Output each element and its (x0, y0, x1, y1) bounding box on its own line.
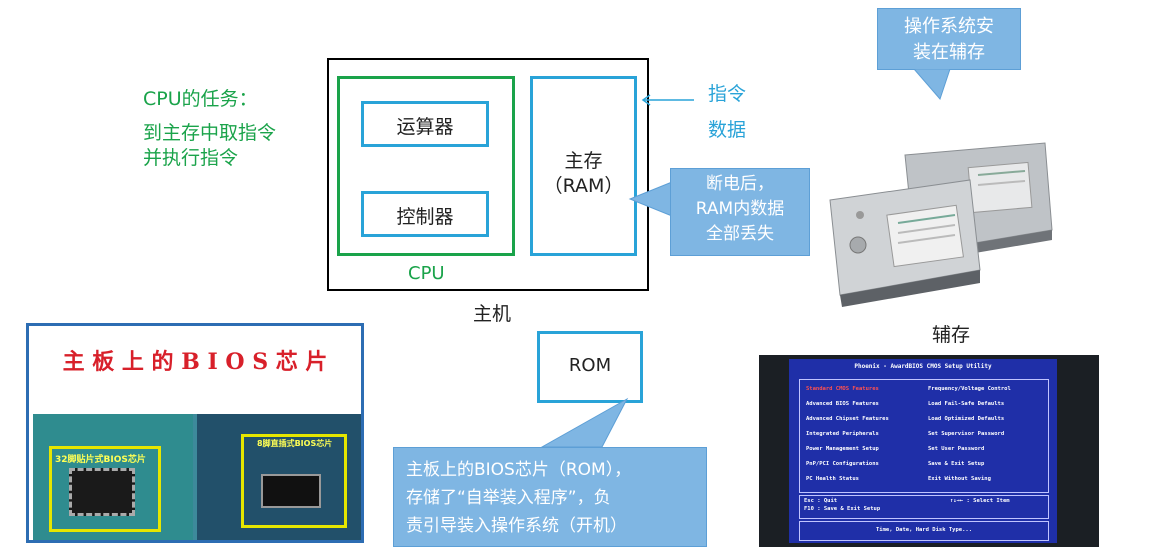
arrow-left-icon (641, 94, 694, 106)
chip2-body (261, 474, 321, 508)
callout-rom-pointer (540, 397, 629, 448)
bios-right-item[interactable]: Set User Password (928, 446, 985, 452)
callout-os-line2: 装在辅存 (913, 42, 985, 63)
callout-ram-line2: RAM内数据 (695, 199, 785, 219)
chip2-frame (241, 434, 347, 528)
host-box (327, 58, 649, 291)
main-memory-label: 主存 (564, 150, 603, 172)
bios-right-item[interactable]: Save & Exit Setup (928, 461, 985, 467)
bios-footer-left2: F10 : Save & Exit Setup (804, 506, 881, 512)
chip2-label: 8脚直插式BIOS芯片 (257, 439, 333, 448)
bios-left-item[interactable]: PnP/PCI Configurations (806, 461, 879, 467)
callout-rom-line1: 主板上的BIOS芯片（ROM）， (406, 460, 632, 480)
rom-label: ROM (568, 355, 612, 376)
bios-right-item[interactable]: Frequency/Voltage Control (928, 386, 1011, 392)
control-box (361, 191, 489, 237)
bios-right-item[interactable]: Load Fail-Safe Defaults (928, 401, 1005, 407)
bios-left-item[interactable]: PC Health Status (806, 476, 859, 482)
bios-right-item[interactable]: Set Supervisor Password (928, 431, 1005, 437)
callout-os-pointer (913, 69, 951, 100)
alu-label: 运算器 (396, 116, 454, 138)
callout-ram-line1: 断电后， (706, 174, 774, 194)
chip1-frame (49, 446, 161, 532)
bios-screen-footer: Esc : Quit F10 : Save & Exit Setup ↑↓→← … (799, 495, 1049, 519)
bios-left-item[interactable]: Standard CMOS Features (806, 386, 879, 392)
bios-screen-bottom-bar: Time, Date, Hard Disk Type... (799, 521, 1049, 541)
bios-left-item[interactable]: Power Management Setup (806, 446, 879, 452)
callout-ram-pointer (628, 181, 673, 217)
callout-rom: 主板上的BIOS芯片（ROM）， 存储了“自举装入程序”，负 责引导装入操作系统… (393, 447, 707, 547)
callout-rom-line3: 责引导装入操作系统（开机） (406, 516, 627, 536)
callout-os: 操作系统安 装在辅存 (877, 8, 1021, 70)
bios-footer-right: ↑↓→← : Select Item (950, 498, 1010, 504)
bios-right-item[interactable]: Exit Without Saving (928, 476, 991, 482)
arrow-text-instruction: 指令 (708, 83, 747, 105)
bios-right-item[interactable]: Load Optimized Defaults (928, 416, 1005, 422)
bios-screen-title: Phoenix - AwardBIOS CMOS Setup Utility (854, 363, 992, 370)
rom-box (537, 331, 643, 403)
cpu-task-line2: 并执行指令 (143, 147, 239, 169)
ram-label: （RAM） (543, 175, 624, 197)
alu-box (361, 101, 489, 147)
chip1-body (69, 468, 135, 516)
chip1-label: 32脚贴片式BIOS芯片 (55, 455, 146, 465)
host-label: 主机 (473, 303, 512, 325)
bios-photo-title: 主 板 上 的 B I O S 芯 片 (62, 349, 328, 375)
cpu-box (337, 76, 515, 256)
cpu-label: CPU (408, 263, 445, 284)
bios-screen-photo: Phoenix - AwardBIOS CMOS Setup Utility S… (759, 355, 1099, 547)
hard-drive-image (829, 142, 1053, 307)
bios-bottom-text: Time, Date, Hard Disk Type... (875, 527, 973, 533)
bios-chip-photo: 主 板 上 的 B I O S 芯 片 32脚贴片式BIOS芯片 8脚直插式BI… (26, 323, 364, 543)
arrow-text-data: 数据 (708, 119, 747, 141)
bios-menu-left: Standard CMOS Features Advanced BIOS Fea… (806, 386, 924, 491)
bios-left-item[interactable]: Integrated Peripherals (806, 431, 879, 437)
bios-left-item[interactable]: Advanced Chipset Features (806, 416, 889, 422)
bios-footer-left1: Esc : Quit (804, 498, 838, 504)
aux-storage-label: 辅存 (932, 324, 971, 346)
cpu-task-title: CPU的任务： (143, 88, 258, 110)
control-label: 控制器 (396, 206, 454, 228)
callout-ram: 断电后， RAM内数据 全部丢失 (670, 168, 810, 256)
bios-screen: Phoenix - AwardBIOS CMOS Setup Utility S… (789, 359, 1057, 543)
callout-rom-line2: 存储了“自举装入程序”，负 (406, 488, 611, 508)
cpu-task-line1: 到主存中取指令 (143, 122, 277, 144)
bios-left-item[interactable]: Advanced BIOS Features (806, 401, 879, 407)
callout-ram-line3: 全部丢失 (706, 224, 774, 244)
callout-os-line1: 操作系统安 (904, 16, 994, 37)
main-memory-box (530, 76, 637, 256)
bios-menu-right: Frequency/Voltage Control Load Fail-Safe… (928, 386, 1046, 491)
bios-screen-menu: Standard CMOS Features Advanced BIOS Fea… (799, 379, 1049, 493)
